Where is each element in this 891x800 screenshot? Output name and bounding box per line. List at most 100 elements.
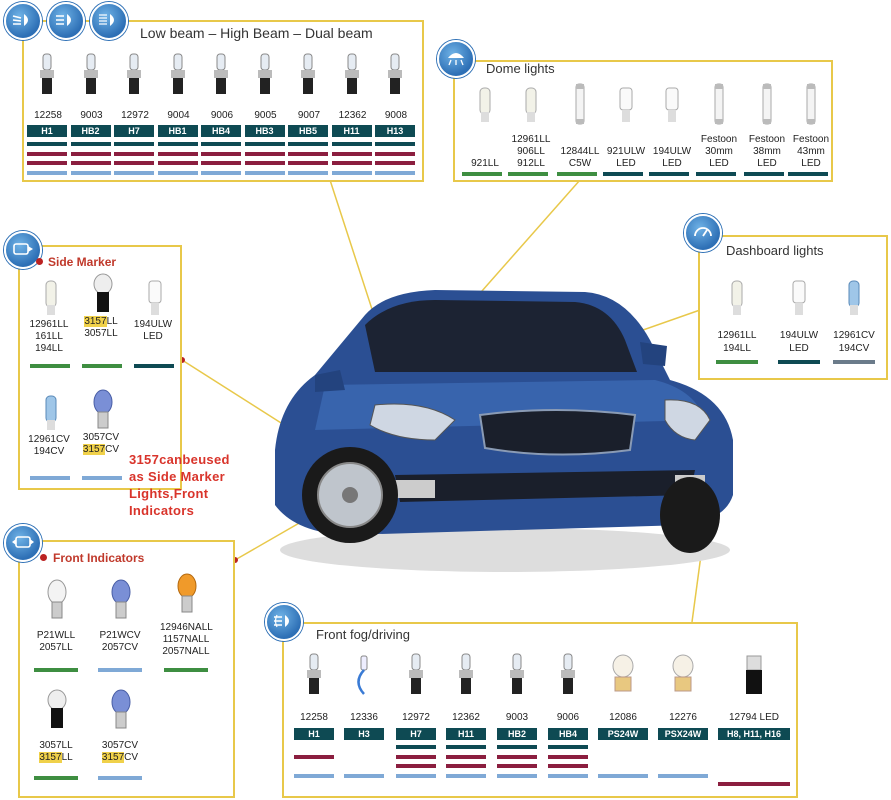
fog-bulb-type: H7: [396, 728, 436, 740]
fitment-bar-low-beam: [331, 142, 372, 146]
fog-fitment-bar-teal: [548, 745, 588, 749]
dome-title: Dome lights: [486, 61, 555, 76]
front-indicators-title: Front Indicators: [53, 551, 145, 565]
fitment-bar-dual-beam: [70, 161, 111, 165]
headlamp-bulb-code: 9006: [210, 110, 234, 121]
fog-bulb-type: HB2: [497, 728, 537, 740]
front-indicator-suffix: LL: [61, 752, 73, 763]
front-indicator-label: 2057LL: [39, 642, 73, 653]
fitment-bar-high-beam: [201, 152, 241, 156]
dome-bulb-label: 921ULW: [606, 146, 646, 157]
dome-bulb-label: 43mm: [797, 146, 825, 157]
fog-fitment-bar-maroon: [497, 755, 537, 759]
fog-bulb-image: [612, 654, 634, 692]
dome-bulb-label: 30mm: [705, 146, 733, 157]
headlamp-bulb-code: 12972: [121, 110, 149, 121]
high-beam-icon: [47, 2, 85, 40]
headlamp-bulb-image: [344, 53, 359, 94]
fog-fitment-bar-maroon: [548, 755, 588, 759]
fog-bulb-code: 9006: [556, 712, 580, 723]
front-indicator-bulb-image: [47, 689, 67, 728]
dashboard-fitment-bar: [778, 360, 820, 364]
side-marker-label: 161LL: [35, 331, 63, 342]
car-illustration: [275, 290, 733, 572]
headlamp-bulb-type: H7: [114, 125, 154, 137]
headlamp-bulb-type: HB1: [157, 125, 198, 137]
dome-fitment-bar: [788, 172, 828, 176]
fog-bulb-type: PSX24W: [658, 728, 708, 740]
fitment-bar-dual-beam: [114, 161, 154, 165]
front-indicator-suffix: CV: [124, 752, 139, 763]
fog-fitment-bar-maroon: [718, 782, 790, 786]
fog-bulb-image: [561, 653, 575, 694]
fog-fitment-bar-teal: [497, 745, 537, 749]
dome-bulb-label: Festoon: [700, 134, 738, 145]
dome-fitment-bar: [603, 172, 643, 176]
side-marker-label: 3057CV: [82, 432, 120, 443]
dashboard-bulb-label: LED: [789, 343, 809, 354]
front-indicator-label: 12946NALL: [160, 622, 213, 633]
front-indicator-label: 1157NALL: [162, 634, 210, 645]
fitment-bar-dual-beam: [331, 161, 372, 165]
side-marker-fitment-bar: [30, 364, 70, 368]
headlamp-bulb-type: HB2: [70, 125, 111, 137]
fog-bulb-type: PS24W: [598, 728, 648, 740]
dome-bulb-label: 194ULW: [652, 146, 692, 157]
fog-fitment-bar-blue: [294, 774, 334, 778]
fitment-bar-fog: [201, 171, 241, 175]
fog-bulb-image: [409, 653, 423, 694]
headlamp-bulb-type: H13: [375, 125, 415, 137]
fitment-bar-fog: [157, 171, 198, 175]
dome-bulb-label: Festoon: [792, 134, 830, 145]
fitment-bar-fog: [70, 171, 111, 175]
front-indicator-fitment-bar: [34, 776, 78, 780]
low-beam-icon: [4, 2, 42, 40]
dome-fitment-bar: [744, 172, 784, 176]
fog-fitment-bar-maroon: [396, 764, 436, 768]
fog-title: Front fog/driving: [316, 627, 410, 642]
dome-bulb-image: [806, 83, 816, 125]
front-indicator-label-row: 3157LL: [30, 752, 82, 764]
fog-fitment-bar-teal: [446, 745, 486, 749]
fog-panel: [282, 622, 798, 798]
fog-bulb-type: H3: [344, 728, 384, 740]
fitment-bar-dual-beam: [157, 161, 198, 165]
front-indicator-bulb-image: [111, 689, 131, 729]
headlamp-bulb-image: [127, 53, 141, 94]
headlamp-bulb-image: [257, 53, 272, 94]
headlamp-bulb-code: 9008: [384, 110, 408, 121]
highlighted-3157: 3157: [84, 316, 107, 327]
headlamp-bulb-code: 9003: [80, 110, 103, 121]
fitment-bar-high-beam: [114, 152, 154, 156]
fog-bulb-type: HB4: [548, 728, 588, 740]
dashboard-bulb-image: [792, 280, 806, 315]
front-indicator-label: 2057NALL: [162, 646, 210, 657]
fitment-bar-low-beam: [244, 142, 285, 146]
fog-bulb-code: 12794 LED: [728, 712, 780, 723]
fog-fitment-bar-blue: [598, 774, 648, 778]
dome-light-icon: [437, 40, 475, 78]
note-line-3: Lights,Front: [129, 486, 209, 501]
front-indicator-label: 2057CV: [101, 642, 139, 653]
fog-bulb-image: [746, 655, 762, 694]
fog-light-icon: [265, 603, 303, 641]
side-marker-label: 194ULW: [133, 319, 173, 330]
side-marker-label: 12961LL: [29, 319, 69, 330]
fitment-bar-high-beam: [157, 152, 198, 156]
dome-bulb-label: LED: [662, 158, 682, 169]
dome-fitment-bar: [462, 172, 502, 176]
fitment-bar-fog: [288, 171, 328, 175]
dome-bulb-image: [762, 83, 772, 125]
note-line-4: Indicators: [129, 503, 195, 518]
side-marker-bulb-image: [45, 395, 57, 430]
dashboard-fitment-bar: [716, 360, 758, 364]
fitment-bar-dual-beam: [27, 161, 67, 165]
side-marker-fitment-bar: [134, 364, 174, 368]
dome-fitment-bar: [696, 172, 736, 176]
dashboard-title: Dashboard lights: [726, 243, 824, 258]
fog-fitment-bar-maroon: [497, 764, 537, 768]
front-indicator-fitment-bar: [34, 668, 78, 672]
fitment-bar-fog: [114, 171, 154, 175]
headlamp-bulb-code: 9005: [254, 110, 277, 121]
headlamp-bulb-image: [388, 53, 402, 94]
